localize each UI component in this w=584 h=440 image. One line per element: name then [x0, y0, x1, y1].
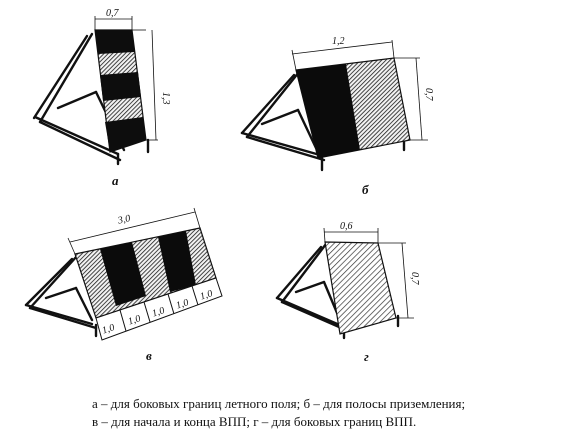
marker-g-height-label: 0,7 — [409, 272, 420, 286]
marker-a: 0,7 1,3 а — [32, 8, 171, 188]
marker-a-height-label: 1,3 — [160, 92, 171, 105]
marker-v-segment-1: 1,0 — [101, 322, 116, 336]
marker-g: 0,6 0,7 г — [275, 221, 420, 364]
marker-v-frame — [24, 254, 98, 338]
caption-line-1: а – для боковых границ летного поля; б –… — [92, 396, 466, 411]
marker-g-panel — [324, 241, 397, 335]
marker-b-dimensions — [291, 39, 428, 141]
marker-v-dimensions — [67, 207, 201, 255]
marker-v-segment-2: 1,0 — [127, 313, 142, 327]
marker-v: 1,0 1,0 1,0 1,0 1,0 3,0 в — [24, 207, 223, 363]
marker-a-stripe-3 — [105, 117, 146, 152]
marker-v-width-label: 3,0 — [116, 213, 131, 227]
marker-a-width-label: 0,7 — [106, 8, 120, 19]
marker-a-stripe-1 — [95, 30, 135, 54]
marker-g-letter: г — [364, 349, 369, 364]
marker-v-segment-3: 1,0 — [151, 305, 166, 319]
marker-g-dimensions — [323, 227, 414, 319]
marker-v-segment-strip — [95, 277, 223, 341]
marker-b-width-label: 1,2 — [332, 36, 345, 47]
marker-b-dark-half — [296, 64, 360, 158]
marker-b-frame — [240, 70, 406, 172]
marker-v-segment-4: 1,0 — [175, 297, 190, 311]
marker-v-letter: в — [146, 348, 152, 363]
marker-v-dark-1 — [100, 242, 146, 306]
marker-b-letter: б — [362, 182, 369, 197]
marker-v-dark-2 — [158, 231, 196, 292]
marker-v-segment-5: 1,0 — [199, 288, 214, 302]
marker-b-height-label: 0,7 — [423, 88, 434, 102]
caption-line-2: в – для начала и конца ВПП; г – для боко… — [92, 414, 417, 429]
marker-a-letter: а — [112, 173, 119, 188]
marker-a-dimensions — [94, 16, 158, 141]
marker-b: 1,2 0,7 б — [240, 36, 434, 197]
marker-a-stripe-2 — [100, 72, 141, 101]
marker-g-width-label: 0,6 — [340, 221, 353, 232]
